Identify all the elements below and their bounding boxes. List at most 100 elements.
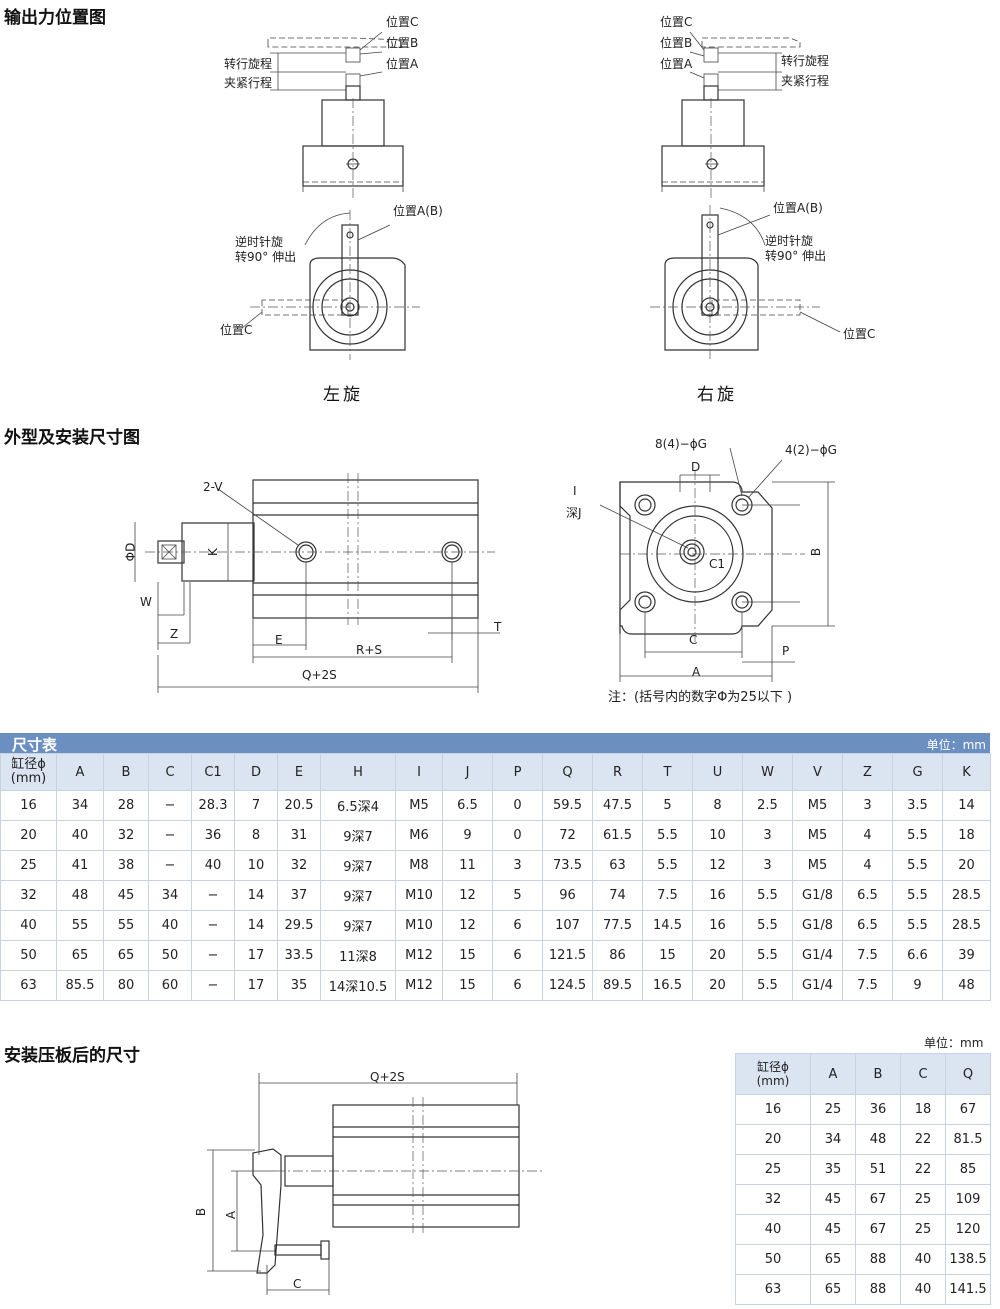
dimension-header-r: R [592,753,643,791]
dimension-value-cell: M5 [792,820,843,851]
plate-bore-cell: 50 [735,1244,811,1275]
dimension-value-cell: 6.5 [842,910,893,941]
side-label-q2s: Q+2S [302,668,337,682]
front-label-i: I [573,484,577,498]
left-label-rotate-stroke: 转行旋程 [224,57,273,71]
dimension-value-cell: 29.5 [277,910,321,941]
plate-label-q2s: Q+2S [370,1070,405,1084]
dimension-value-cell: 48 [56,880,104,911]
plate-value-cell: 18 [900,1094,946,1125]
plate-bore-cell: 25 [735,1154,811,1185]
dimension-value-cell: 9 [892,970,943,1001]
dimension-value-cell: G1/4 [792,940,843,971]
dimension-value-cell: 14深10.5 [320,970,396,1001]
plate-title: 安装压板后的尺寸 [4,1046,140,1066]
front-label-deep-j: 深J [566,506,582,520]
dimension-value-cell: 3 [742,820,793,851]
dimension-header-t: T [642,753,693,791]
dimension-value-cell: 73.5 [542,850,593,881]
dimension-value-cell: 3 [742,850,793,881]
plate-value-cell: 88 [855,1244,901,1275]
plate-label-c: C [293,1277,302,1291]
dimension-value-cell: 5 [642,790,693,821]
dimension-value-cell: G1/8 [792,910,843,941]
front-label-d: D [691,460,701,474]
dimension-value-cell: 5.5 [642,820,693,851]
dimension-value-cell: 2.5 [742,790,793,821]
dimension-value-cell: 124.5 [542,970,593,1001]
dimension-value-cell: 6 [492,910,543,941]
plate-value-cell: 25 [900,1184,946,1215]
dimension-value-cell: 14 [234,910,278,941]
bore-header-line2: (mm) [10,771,47,786]
plate-value-cell: 85 [945,1154,991,1185]
dimension-value-cell: 14 [942,790,991,821]
dimension-value-cell: 65 [56,940,104,971]
dimension-header-d: D [234,753,278,791]
front-label-c: C [689,633,698,647]
plate-value-cell: 40 [900,1274,946,1305]
dimension-value-cell: 20 [692,940,743,971]
left-label-pos-b: 位置B [386,36,419,50]
dimension-value-cell: 18 [942,820,991,851]
dimension-value-cell: 10 [234,850,278,881]
plate-value-cell: 51 [855,1154,901,1185]
dimension-header-w: W [742,753,793,791]
front-label-g8: 8(4)−ϕG [655,437,707,451]
dimension-header-e: E [277,753,321,791]
dimension-value-cell: 3.5 [892,790,943,821]
side-label-t: T [494,620,502,634]
dimension-value-cell: M10 [395,910,443,941]
plate-bore-header-line2: (mm) [756,1074,790,1088]
dimension-header-c1: C1 [191,753,235,791]
dimension-value-cell: 74 [592,880,643,911]
plate-label-b: B [194,1207,209,1217]
plate-header-b: B [855,1053,901,1095]
dimension-value-cell: 86 [592,940,643,971]
dimension-bore-cell: 63 [0,970,57,1001]
dimension-value-cell: 9深7 [320,880,396,911]
left-label-pos-ab: 位置A(B) [393,204,443,218]
dimension-value-cell: 35 [277,970,321,1001]
front-label-p: P [782,644,790,658]
dimension-value-cell: 7.5 [842,940,893,971]
dimension-value-cell: 50 [148,940,192,971]
outline-title: 外型及安装尺寸图 [4,428,140,448]
dimension-value-cell: 3 [492,850,543,881]
dimension-value-cell: 107 [542,910,593,941]
dimension-value-cell: 5.5 [892,910,943,941]
dimension-value-cell: 12 [692,850,743,881]
side-label-z: Z [170,627,179,641]
left-rotation-caption: 左旋 [323,385,363,405]
dimension-value-cell: M10 [395,880,443,911]
left-label-ccw-2: 转90° 伸出 [235,250,297,264]
dimension-value-cell: 39 [942,940,991,971]
front-label-g4: 4(2)−ϕG [785,443,837,457]
dimension-value-cell: 65 [103,940,149,971]
dimension-bore-cell: 40 [0,910,57,941]
plate-value-cell: 67 [855,1214,901,1245]
plate-value-cell: 65 [810,1274,856,1305]
dimension-value-cell: 16.5 [642,970,693,1001]
dimension-value-cell: G1/4 [792,970,843,1001]
dimension-value-cell: 20 [692,970,743,1001]
dimension-header-a: A [56,753,104,791]
dimension-value-cell: 6.5深4 [320,790,396,821]
dimension-value-cell: 12 [442,880,493,911]
plate-bore-cell: 32 [735,1184,811,1215]
dimension-value-cell: 38 [103,850,149,881]
plate-value-cell: 67 [855,1184,901,1215]
dimension-value-cell: 28.5 [942,910,991,941]
dimension-value-cell: 61.5 [592,820,643,851]
plate-value-cell: 48 [855,1124,901,1155]
side-label-v: 2-V [203,480,223,494]
dimension-value-cell: 5.5 [742,940,793,971]
dimension-value-cell: 60 [148,970,192,1001]
dimension-value-cell: 5.5 [642,850,693,881]
dimension-bore-cell: 20 [0,820,57,851]
